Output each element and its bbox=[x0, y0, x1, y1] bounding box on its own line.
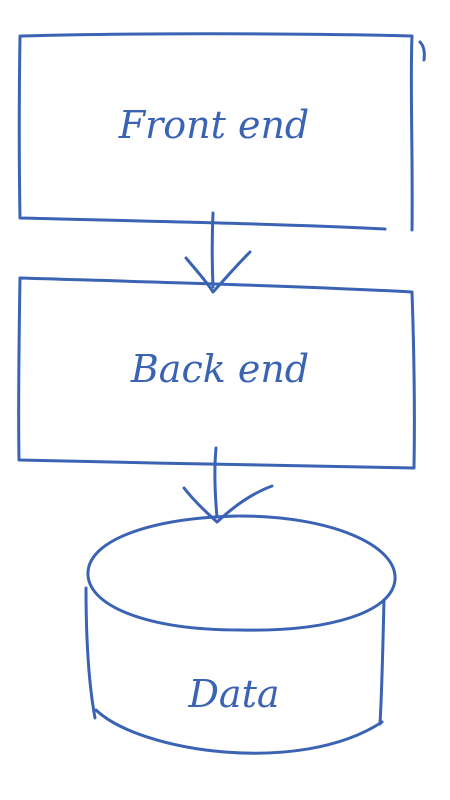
arrow-front-to-back bbox=[184, 211, 252, 294]
back-end-box-outline bbox=[17, 276, 416, 470]
arrow-back-to-data bbox=[182, 446, 274, 524]
arrow-front-to-back-head bbox=[184, 250, 252, 294]
back-end-box bbox=[17, 276, 416, 470]
front-end-box-outline bbox=[17, 32, 414, 232]
data-label: Data bbox=[188, 672, 280, 716]
front-end-box bbox=[17, 32, 426, 232]
arrow-front-to-back-shaft bbox=[210, 211, 215, 289]
data-cylinder-left-side bbox=[84, 586, 97, 720]
data-cylinder-top bbox=[86, 514, 397, 632]
front-end-label: Front end bbox=[118, 103, 310, 147]
arrow-back-to-data-head bbox=[182, 484, 274, 524]
data-cylinder-bottom bbox=[94, 708, 384, 755]
front-end-box-corner-stroke bbox=[418, 40, 426, 62]
arrow-back-to-data-shaft bbox=[213, 446, 219, 519]
data-cylinder-right-side bbox=[378, 598, 386, 726]
data-cylinder bbox=[84, 514, 397, 755]
back-end-label: Back end bbox=[130, 347, 310, 391]
